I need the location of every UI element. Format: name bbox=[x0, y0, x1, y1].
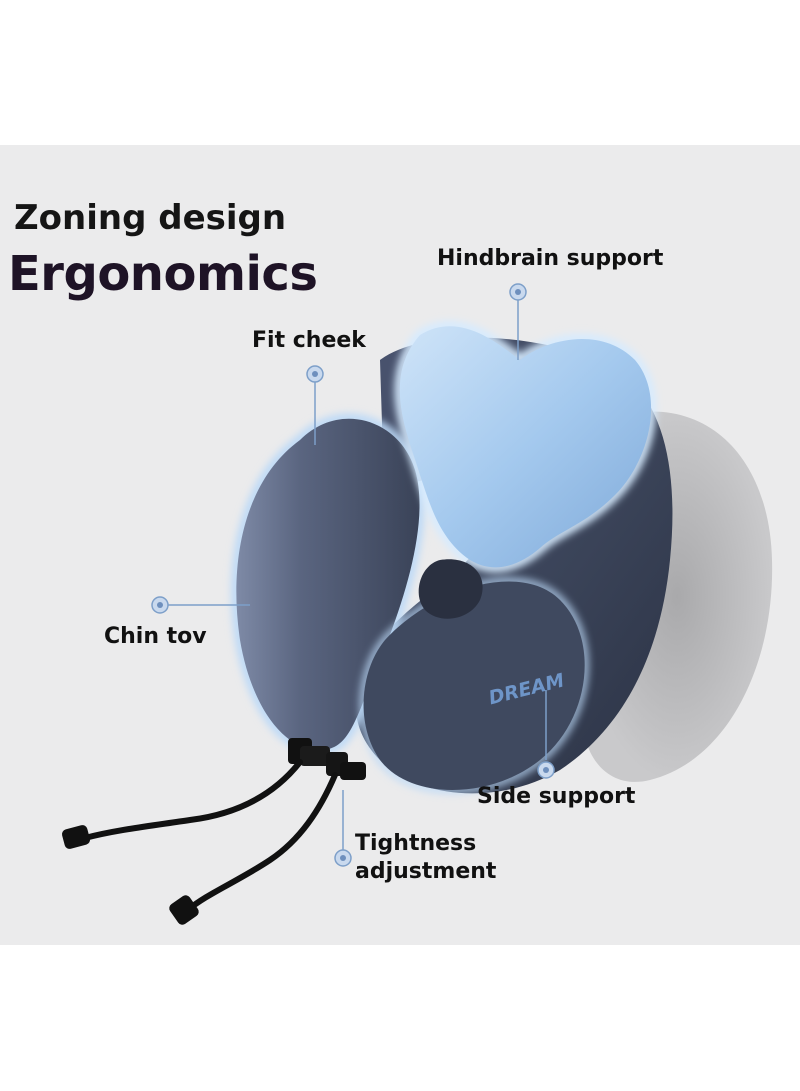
cord-left bbox=[82, 759, 303, 841]
label-tightness-line1: Tightness bbox=[355, 831, 477, 856]
label-tightness-adjustment: Tightness adjustment bbox=[355, 830, 496, 886]
callout-lines bbox=[168, 300, 547, 858]
label-fit-cheek: Fit cheek bbox=[252, 328, 366, 353]
label-chin: Chin tov bbox=[104, 624, 207, 649]
pillow-hole bbox=[418, 559, 483, 619]
right-arm bbox=[363, 581, 585, 790]
heading-line1: Zoning design bbox=[14, 198, 287, 238]
cord-end-left bbox=[61, 825, 91, 849]
label-hindbrain-support: Hindbrain support bbox=[437, 246, 664, 271]
callout-dots bbox=[151, 283, 555, 867]
label-side-support: Side support bbox=[477, 784, 636, 809]
heading-line2: Ergonomics bbox=[8, 246, 318, 302]
label-tightness-line2: adjustment bbox=[355, 859, 497, 884]
cord-right bbox=[185, 772, 338, 913]
cord-end-right bbox=[169, 895, 199, 925]
hindbrain-foam bbox=[399, 326, 652, 568]
cord-lock bbox=[288, 738, 366, 780]
